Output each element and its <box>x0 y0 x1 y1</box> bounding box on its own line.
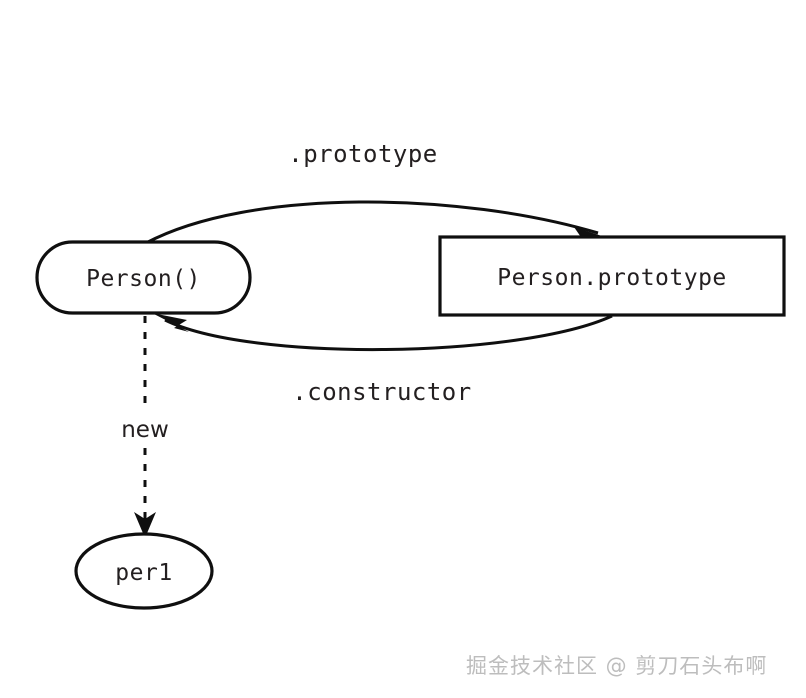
node-per1[interactable]: per1 <box>74 532 214 610</box>
edge-new: new <box>121 316 169 538</box>
edge-prototype-line <box>145 200 599 245</box>
edge-prototype: .prototype <box>145 140 608 245</box>
node-person-function-label: Person() <box>86 266 201 292</box>
edge-constructor-label: .constructor <box>292 378 471 406</box>
node-person-prototype-shape <box>438 235 786 317</box>
edge-prototype-label: .prototype <box>288 140 438 168</box>
watermark-text: 掘金技术社区 @ 剪刀石头布啊 <box>466 654 768 678</box>
node-per1-label: per1 <box>115 560 172 586</box>
edge-new-arrowhead <box>134 512 156 538</box>
node-person-prototype-label: Person.prototype <box>497 265 727 291</box>
node-person-function[interactable]: Person() <box>35 240 252 315</box>
edge-constructor-line <box>164 314 613 352</box>
node-person-function-shape <box>35 240 252 315</box>
edge-new-label: new <box>121 417 169 443</box>
node-per1-shape <box>74 532 214 610</box>
edge-constructor-arrowhead <box>152 313 189 332</box>
node-person-prototype[interactable]: Person.prototype <box>438 235 786 317</box>
edge-constructor: .constructor <box>152 313 613 406</box>
